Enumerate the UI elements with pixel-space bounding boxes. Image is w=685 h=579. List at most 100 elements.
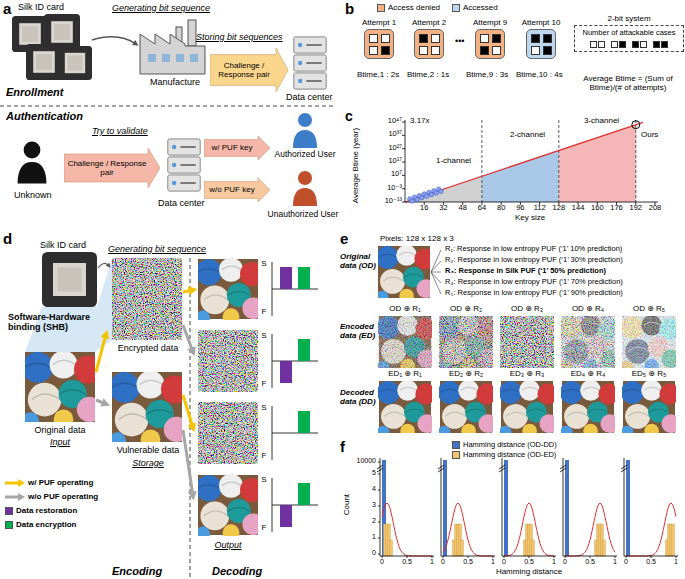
plot-mark [272, 505, 318, 506]
label-text: Decoding [212, 565, 262, 578]
plot-mark [402, 135, 405, 136]
plot-mark [378, 538, 380, 539]
label-text: 2 [372, 517, 376, 525]
arrow-label: w/ PUF key [212, 143, 253, 152]
attempt-label: Attempt 9 [473, 18, 507, 27]
plot-mark [626, 556, 627, 558]
label-text: F [262, 379, 267, 388]
label-text: Original data (OD) [340, 252, 377, 270]
result-bar [298, 411, 310, 433]
fit-curve [504, 503, 554, 556]
plot-mark [615, 556, 616, 558]
plot-mark [590, 556, 591, 558]
result-bar [280, 361, 292, 383]
label-text: 64 [478, 204, 486, 213]
label-text: R₄: Response in low entropy PUF (‘1’ 70%… [445, 278, 623, 287]
label-text: Manufacture [150, 77, 200, 87]
case-row [590, 41, 668, 48]
legend-swatch [5, 507, 13, 515]
label-text: R₂: Response in low entropy PUF (‘1’ 30%… [445, 256, 623, 265]
bit-cell [653, 41, 660, 48]
label-text: S [261, 475, 266, 484]
label-text: 2-channel [510, 130, 545, 139]
label-text: OD ⊕ R₃ [500, 304, 554, 313]
bit-cell [381, 34, 390, 43]
legend-text: Data restoration [16, 506, 77, 515]
attempt-box: Attempt 9 [468, 18, 512, 59]
bit-pair [611, 41, 626, 48]
legend-text: w/ PUF operating [28, 478, 93, 487]
label-text: 0.5 [463, 558, 473, 566]
label-text: R₁: Response in low entropy PUF (‘1’ 10%… [445, 245, 622, 254]
label-text: 10⁴⁷ [388, 117, 402, 126]
plot-mark [382, 556, 383, 558]
label-text: 208 [649, 204, 662, 213]
axis-break [621, 468, 627, 472]
label-text: Generating bit sequence [112, 3, 210, 13]
attempt-box: Attempt 10 [518, 18, 564, 59]
label-text: Ours [641, 130, 658, 139]
histogram-bar [504, 460, 508, 556]
histogram-bar [390, 540, 393, 556]
plot-mark [402, 148, 405, 149]
label-text: Count [342, 494, 351, 515]
legend-swatch [5, 521, 13, 529]
legend-item: Hamming distance (OD-ED) [452, 451, 556, 460]
label-text: Output [196, 540, 260, 550]
bit-cell [369, 46, 378, 55]
legend-item: Accessed [452, 3, 498, 12]
label-text: d [3, 230, 12, 247]
axis-break [499, 468, 505, 472]
label-text: Original data [20, 425, 100, 435]
label-text: Software-Hardware binding (SHB) [8, 312, 104, 333]
label-text: 0 [372, 549, 376, 557]
plot-mark [378, 474, 380, 475]
label-text: Encoding [112, 565, 162, 578]
label-text: F [262, 523, 267, 532]
label-text: Average Btime = (Sum of Btime)/(# of att… [572, 74, 684, 92]
attempt-label: Attempt 2 [412, 18, 446, 27]
legend-swatch [377, 4, 385, 12]
plot-mark [624, 458, 625, 556]
attempt-label: Attempt 10 [522, 18, 561, 27]
bit-pair [632, 41, 647, 48]
bit-cell [619, 41, 626, 48]
label-text: 1 [674, 558, 678, 566]
histogram-bar [603, 540, 606, 556]
label-text: ED₃ ⊕ R₃ [500, 369, 554, 378]
label-text: Silk ID card [40, 240, 86, 250]
legend-text: w/o PUF operating [28, 492, 98, 501]
label-text: 144 [572, 204, 585, 213]
plot-mark [407, 556, 408, 558]
box-text: Number of attackable cases [583, 29, 676, 38]
label-text: 10⁻¹³ [385, 197, 402, 206]
case-box: 2-bit systemNumber of attackable cases [574, 14, 684, 52]
label-text: 176 [610, 204, 623, 213]
histogram-bar [461, 540, 464, 556]
plot-mark [493, 556, 494, 558]
label-text: 5 [372, 469, 376, 477]
arrow-node: w/o PUF key [204, 178, 270, 202]
bit-cell [661, 41, 668, 48]
legend-text: Access denied [388, 3, 440, 12]
plot-mark [468, 556, 469, 558]
bit-pair [590, 41, 605, 48]
histogram-bar [672, 524, 675, 556]
legend-text: Hamming distance (OD-DD) [463, 441, 557, 450]
bit-cell [590, 41, 597, 48]
label-text: Data center [158, 198, 205, 208]
plot-mark [502, 458, 503, 556]
attempt-box: Attempt 1 [358, 18, 400, 59]
arrow-label: Challenge / Response pair [213, 61, 275, 79]
label-text: 0 [380, 558, 384, 566]
label-text: ED₁ ⊕ R₁ [378, 369, 432, 378]
legend-swatch [452, 441, 460, 449]
bit-pair [653, 41, 668, 48]
bit-cell [492, 34, 501, 43]
label-text: Average Btime (year) [351, 128, 360, 203]
arrow-body [204, 136, 270, 160]
arrow-body [210, 48, 288, 92]
legend-arrow-head [18, 479, 25, 487]
axis-break [438, 468, 444, 472]
label-text: Input [20, 437, 100, 447]
